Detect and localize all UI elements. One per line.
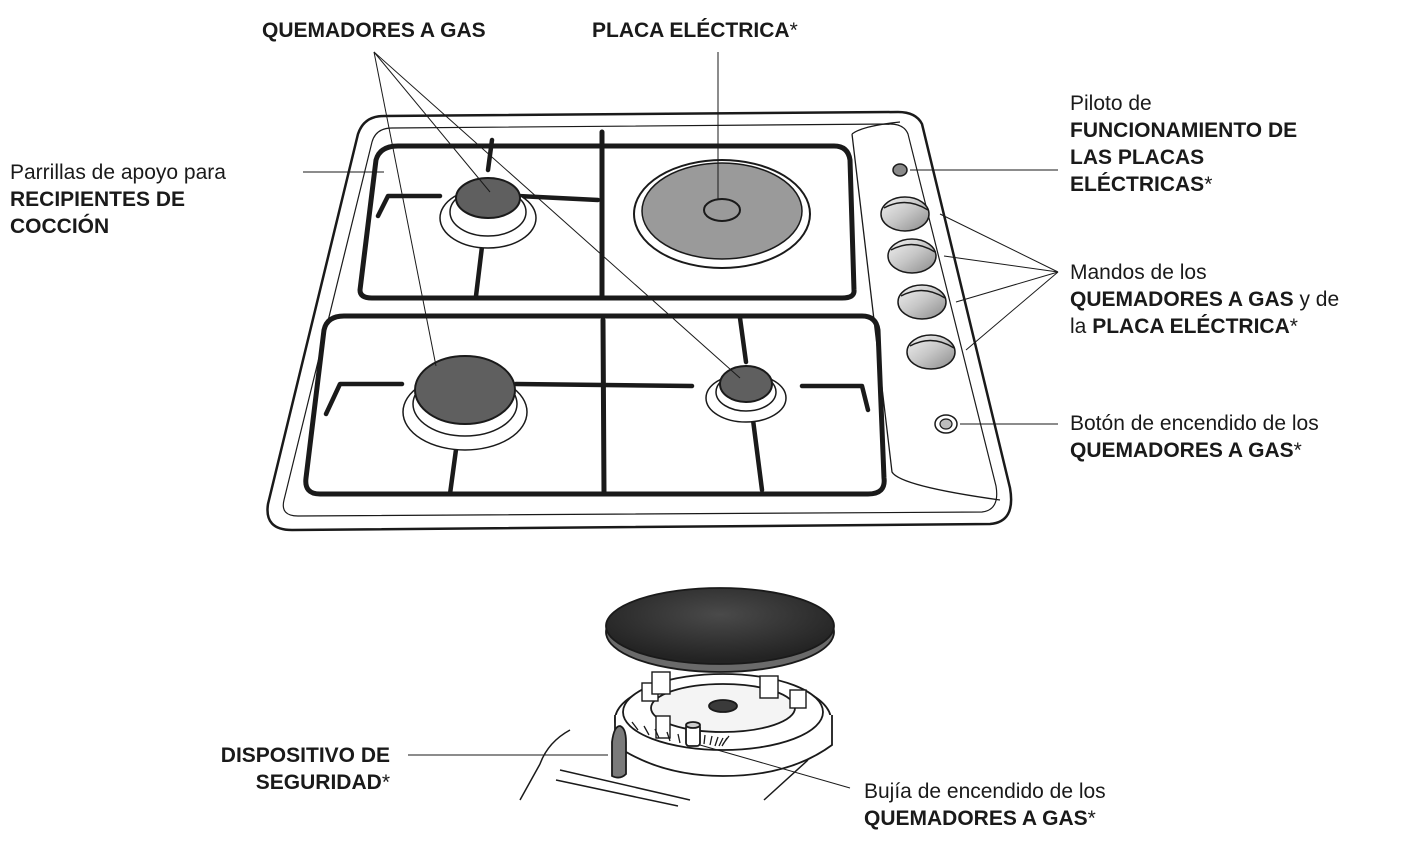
label-pan-supports: Parrillas de apoyo para RECIPIENTES DE C… (10, 161, 226, 238)
gas-burner-large (402, 355, 528, 451)
ignition-button[interactable] (934, 414, 958, 434)
gas-burner-small-upper (439, 177, 537, 249)
gas-burner-small-lower (705, 365, 787, 423)
label-spark-plug: Bujía de encendido de los QUEMADORES A G… (864, 780, 1106, 830)
safety-device (611, 725, 627, 779)
knob-3[interactable] (897, 284, 947, 320)
pan-support-grids (303, 129, 887, 497)
spark-plug-element (685, 721, 701, 747)
burner-detail (519, 587, 835, 807)
label-gas-burners-top: QUEMADORES A GAS (262, 19, 486, 42)
pilot-light (892, 163, 908, 177)
label-ignition-button: Botón de encendido de los QUEMADORES A G… (1070, 412, 1319, 462)
control-knobs (880, 196, 956, 370)
label-safety-device: DISPOSITIVO DE SEGURIDAD* (220, 744, 390, 794)
knob-1[interactable] (880, 196, 930, 232)
leader-lines (303, 51, 1059, 789)
control-panel-divider (851, 121, 1001, 501)
lower-grid (303, 313, 887, 497)
counter-edge (519, 729, 809, 807)
cooktop-inner-edge (282, 123, 998, 517)
label-pilot-light: Piloto de FUNCIONAMIENTO DE LAS PLACAS E… (1070, 92, 1298, 196)
upper-grid (357, 143, 857, 301)
label-electric-plate-top: PLACA ELÉCTRICA* (592, 19, 798, 42)
label-control-knobs: Mandos de los QUEMADORES A GAS y de la P… (1070, 261, 1340, 338)
knob-4[interactable] (906, 334, 956, 370)
electric-hotplate (633, 159, 811, 269)
knob-2[interactable] (887, 238, 937, 274)
grid-center-bar-lower (600, 317, 607, 495)
